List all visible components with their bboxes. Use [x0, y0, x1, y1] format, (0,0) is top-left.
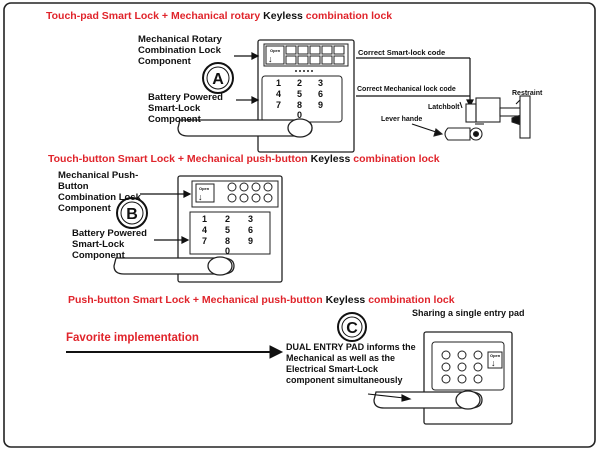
svg-text:↓: ↓: [268, 54, 273, 64]
key-a-0: 0: [297, 110, 302, 120]
lock-a: Open ↓ 1 2 3 4 5 6 7 8 9 0: [177, 39, 355, 153]
svg-text:Open: Open: [199, 186, 210, 191]
svg-text:Open: Open: [490, 353, 501, 358]
label-a-mechanical: Mechanical Rotary Combination Lock Compo…: [138, 34, 222, 67]
label-correct-mech: Correct Mechanical lock code: [357, 86, 456, 93]
section-c-title-black: Keyless: [325, 294, 366, 306]
note-arrow: [367, 393, 412, 402]
key-b-2: 2: [225, 214, 230, 224]
label-restraint: Restraint: [512, 90, 543, 97]
section-c-title-red-2: combination lock: [368, 294, 455, 306]
key-a-5: 5: [297, 89, 302, 99]
section-c-title: Push-button Smart Lock + Mechanical push…: [68, 294, 455, 306]
key-b-7: 7: [202, 236, 207, 246]
label-lever: Lever hande: [381, 116, 423, 123]
badge-a-icon: A: [202, 62, 234, 94]
lock-b: Open ↓ 1 2 3 4 5 6 7 8 9 0: [113, 175, 283, 283]
key-a-6: 6: [318, 89, 323, 99]
section-c-subtitle: Sharing a single entry pad: [412, 308, 525, 318]
key-a-7: 7: [276, 100, 281, 110]
svg-text:↓: ↓: [198, 192, 203, 202]
badge-c: C: [346, 320, 358, 337]
key-a-1: 1: [276, 78, 281, 88]
key-b-9: 9: [248, 236, 253, 246]
key-a-2: 2: [297, 78, 302, 88]
key-b-3: 3: [248, 214, 253, 224]
svg-text:↓: ↓: [491, 358, 496, 368]
label-b-battery: Battery Powered Smart-Lock Component: [72, 228, 147, 261]
label-latchbolt: Latchbolt: [428, 104, 460, 111]
arrows-a: [234, 52, 474, 108]
key-b-1: 1: [202, 214, 207, 224]
label-correct-smart: Correct Smart-lock code: [358, 48, 446, 57]
badge-a: A: [212, 71, 224, 88]
section-c-title-red-1: Push-button Smart Lock + Mechanical push…: [68, 294, 323, 306]
badge-b: B: [126, 206, 138, 223]
key-b-6: 6: [248, 225, 253, 235]
svg-text:Open: Open: [270, 48, 281, 53]
dual-entry-note: DUAL ENTRY PAD informs the Mechanical as…: [286, 342, 416, 385]
key-b-8: 8: [225, 236, 230, 246]
arrows-b: [140, 190, 192, 244]
section-b-title-red-1: Touch-button Smart Lock + Mechanical pus…: [48, 153, 308, 165]
key-a-3: 3: [318, 78, 323, 88]
label-a-battery: Battery Powered Smart-Lock Component: [148, 92, 223, 125]
key-b-5: 5: [225, 225, 230, 235]
badge-c-icon: C: [337, 312, 367, 342]
section-a-title-red-1: Touch-pad Smart Lock + Mechanical rotary: [46, 10, 261, 22]
key-b-4: 4: [202, 225, 207, 235]
key-a-8: 8: [297, 100, 302, 110]
section-b-title: Touch-button Smart Lock + Mechanical pus…: [48, 153, 440, 165]
section-a-title-red-2: combination lock: [305, 10, 393, 22]
label-b-mechanical: Mechanical Push-Button Combination Lock …: [58, 170, 141, 214]
section-b-title-red-2: combination lock: [353, 153, 440, 165]
favorite-arrow: [66, 345, 284, 359]
key-a-4: 4: [276, 89, 281, 99]
latch-mechanism: [411, 95, 531, 141]
section-b-title-black: Keyless: [310, 153, 351, 165]
key-b-0: 0: [225, 246, 230, 256]
lock-c: Open ↓: [373, 331, 513, 425]
section-a-title-black: Keyless: [263, 10, 303, 22]
badge-b-icon: B: [116, 197, 148, 229]
key-a-9: 9: [318, 100, 323, 110]
favorite-label: Favorite implementation: [66, 332, 199, 344]
section-a-title: Touch-pad Smart Lock + Mechanical rotary…: [46, 10, 392, 22]
